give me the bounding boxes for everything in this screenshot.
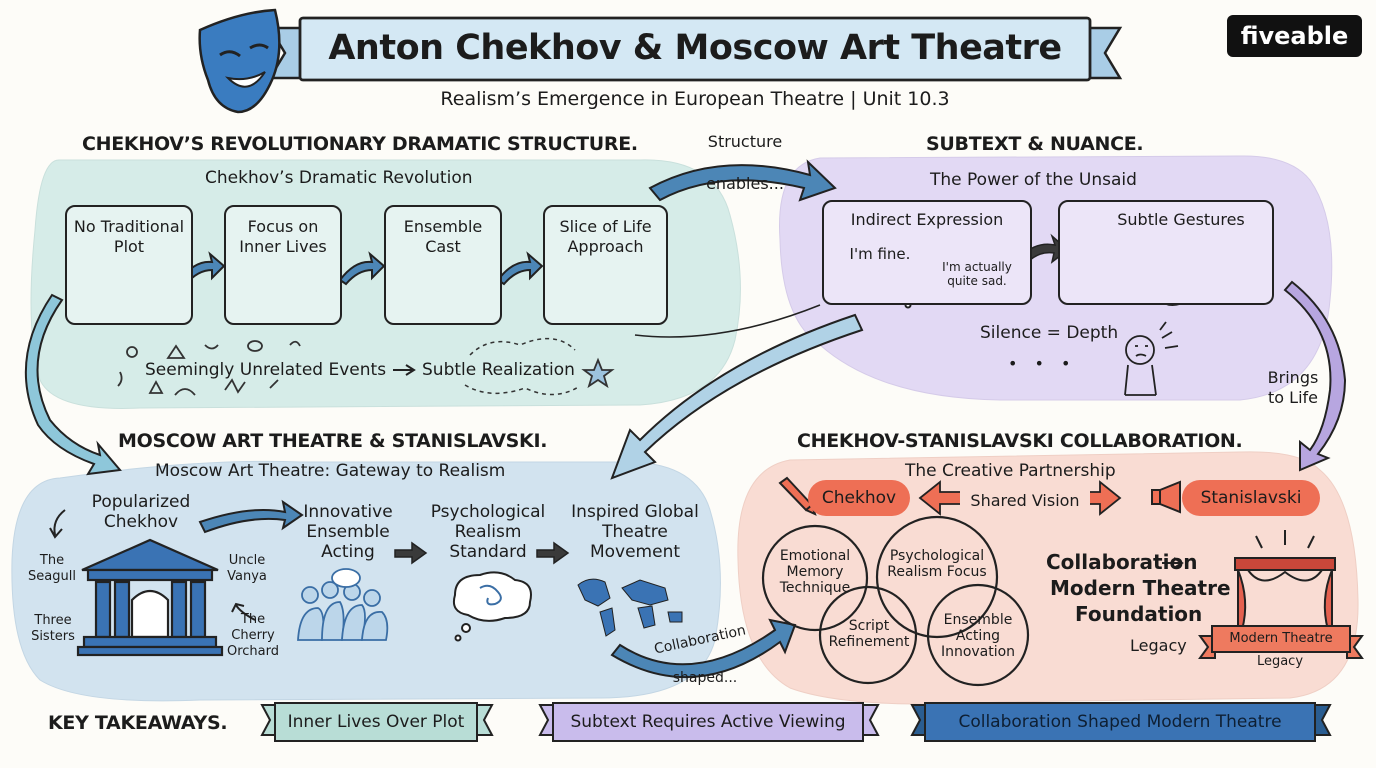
collab-heading: CHEKHOV-STANISLAVSKI COLLABORATION. [797, 430, 1243, 452]
card-label: Ensemble Cast [403, 217, 483, 256]
takeaways-heading: KEY TAKEAWAYS. [48, 712, 228, 734]
result-arrow [1162, 557, 1184, 569]
curve-to-subtext [634, 304, 821, 338]
theatre-mask-icon [198, 8, 281, 114]
stage-banner-label: Modern Theatre [1229, 631, 1333, 646]
arrow-cherry [231, 602, 256, 621]
stage-legacy-label: Legacy [1256, 654, 1304, 669]
structure-arrows [178, 251, 544, 286]
flow-arrow [393, 364, 416, 376]
play-three-sisters: Three Sisters [31, 613, 75, 644]
card-subtle-gestures: Subtle Gestures [1058, 200, 1274, 305]
theatre-building-icon [76, 538, 224, 657]
subtext-heading: SUBTEXT & NUANCE. [926, 133, 1144, 155]
arrow-popularized [49, 509, 66, 539]
card-label: Indirect Expression [850, 210, 1004, 229]
card-inner-lives: Focus on Inner Lives [224, 205, 342, 325]
takeaway-subtext: Subtext Requires Active Viewing [552, 702, 864, 742]
step-global-movement: Inspired Global Theatre Movement [571, 502, 699, 562]
brain-thought-icon [452, 571, 532, 642]
subtext-subheading: The Power of the Unsaid [930, 170, 1137, 190]
arrow-popularized-to-ensemble [198, 499, 304, 534]
megaphone-icon [1151, 480, 1181, 514]
moscow-heading: MOSCOW ART THEATRE & STANISLAVSKI. [118, 430, 548, 452]
play-cherry-orchard: The Cherry Orchard [226, 612, 279, 659]
arrow-subtext-to-moscow [610, 313, 864, 480]
brand-logo[interactable]: fiveable [1227, 15, 1362, 57]
step-ensemble-acting: Innovative Ensemble Acting [303, 502, 393, 562]
stanislavski-pill: Stanislavski [1182, 480, 1320, 516]
result-foundation: Foundation [1075, 602, 1203, 626]
card-indirect-expression: Indirect Expression [822, 200, 1032, 305]
bubble-actually-sad: I'm actually quite sad. [942, 260, 1012, 288]
card-slice-of-life: Slice of Life Approach [543, 205, 668, 325]
collab-subheading: The Creative Partnership [905, 461, 1116, 481]
connector-structure: Structure [707, 132, 783, 151]
star-icon [581, 357, 615, 389]
venn-diagram [761, 515, 1030, 687]
result-modern-theatre: Modern Theatre [1050, 576, 1231, 600]
card-label: Focus on Inner Lives [239, 217, 327, 256]
structure-subheading: Chekhov’s Dramatic Revolution [205, 168, 473, 188]
silence-dots: • • • [1008, 354, 1077, 373]
venn-psychological-realism: Psychological Realism Focus [887, 548, 987, 580]
chekhov-pill: Chekhov [808, 480, 910, 516]
page-subtitle: Realism’s Emergence in European Theatre … [440, 88, 950, 110]
arrow-structure-to-moscow [24, 293, 122, 476]
silence-depth: Silence = Depth [980, 323, 1119, 343]
scattered-events-doodles [117, 340, 301, 396]
flow-to-label: Subtle Realization [422, 360, 575, 380]
card-ensemble-cast: Ensemble Cast [384, 205, 502, 325]
takeaway-inner-lives: Inner Lives Over Plot [274, 702, 478, 742]
thinker-icon [1124, 321, 1179, 396]
arrow-ensemble-to-realism [394, 541, 428, 565]
shared-vision-label: Shared Vision [960, 491, 1090, 511]
flow-from-label: Seemingly Unrelated Events [145, 360, 387, 380]
structure-heading: CHEKHOV’S REVOLUTIONARY DRAMATIC STRUCTU… [82, 133, 638, 155]
step-psychological-realism: Psychological Realism Standard [430, 502, 546, 562]
card-label: No Traditional Plot [73, 217, 185, 256]
card-no-traditional-plot: No Traditional Plot [65, 205, 193, 325]
connector-to-life: to Life [1268, 388, 1318, 407]
venn-script-refinement: Script Refinement [828, 618, 910, 650]
arrow-moscow-to-collab [610, 618, 797, 679]
arrow-subtext-to-collab [1283, 280, 1347, 472]
card-label: Subtle Gestures [1117, 210, 1245, 229]
arrow-structure-to-subtext [648, 159, 837, 202]
connector-enables: enables... [706, 174, 784, 193]
result-collaboration: Collaboration [1046, 550, 1198, 574]
stage-ribbon [1198, 625, 1364, 659]
ensemble-people-icon [297, 568, 389, 641]
moscow-subheading: Moscow Art Theatre: Gateway to Realism [155, 461, 506, 481]
world-map-icon [577, 578, 683, 637]
page-title: Anton Chekhov & Moscow Art Theatre [328, 28, 1062, 68]
venn-ensemble-innovation: Ensemble Acting Innovation [940, 612, 1016, 660]
play-uncle-vanya: Uncle Vanya [227, 553, 267, 584]
popularized-chekhov: Popularized Chekhov [91, 492, 191, 532]
arrow-realism-to-global [536, 541, 570, 565]
venn-emotional-memory: Emotional Memory Technique [779, 548, 851, 596]
connector-brings: Brings [1267, 368, 1319, 387]
takeaway-collaboration: Collaboration Shaped Modern Theatre [924, 702, 1316, 742]
card-label: Slice of Life Approach [559, 217, 652, 256]
realization-swirl [464, 337, 581, 396]
play-the-seagull: The Seagull [28, 553, 76, 584]
connector-shaped: shaped... [672, 670, 738, 686]
legacy-label: Legacy [1130, 636, 1187, 655]
bubble-im-fine: I'm fine. [849, 245, 911, 263]
